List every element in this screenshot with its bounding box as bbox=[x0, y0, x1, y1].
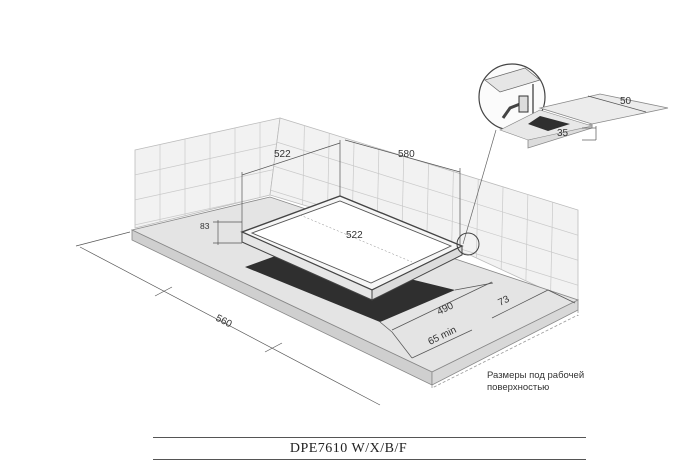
dim-tile-depth: 580 bbox=[398, 149, 415, 160]
dim-hob-depth: 83 bbox=[200, 221, 210, 231]
edge-detail-callout bbox=[456, 63, 669, 256]
dim-hob-width: 522 bbox=[346, 230, 363, 241]
note-line-2: поверхностью bbox=[487, 382, 550, 393]
note-line-1: Размеры под рабочей bbox=[487, 370, 585, 381]
dim-detail-top: 50 bbox=[620, 96, 632, 107]
under-counter-note: Размеры под рабочей поверхностью bbox=[487, 370, 584, 394]
dimension-lines bbox=[75, 139, 576, 406]
bottom-divider bbox=[153, 459, 586, 460]
dim-tile-width: 522 bbox=[274, 149, 291, 160]
dim-side-offset: 73 bbox=[496, 294, 511, 309]
hob bbox=[240, 195, 464, 301]
dim-counter-depth: 560 bbox=[214, 313, 234, 331]
top-divider bbox=[153, 437, 586, 438]
dim-detail-side: 35 bbox=[557, 128, 569, 139]
model-label: DPE7610 W/X/B/F bbox=[289, 441, 408, 456]
